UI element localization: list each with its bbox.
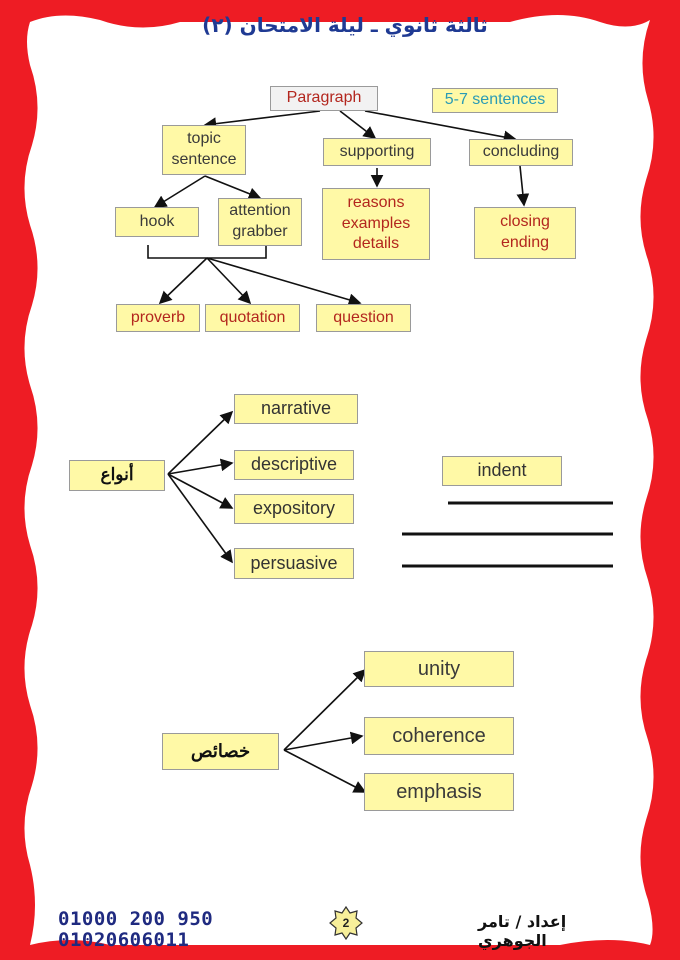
arrow-types-descriptive <box>167 458 234 475</box>
phone-number-2: 01020606011 <box>58 929 190 951</box>
type-persuasive-box: persuasive <box>234 548 354 579</box>
concluding-box: concluding <box>469 139 573 166</box>
arrow-to-proverb <box>158 257 208 305</box>
arrow-properties-coherence <box>283 731 364 751</box>
sentences-box: 5-7 sentences <box>432 88 558 113</box>
proverb-box: proverb <box>116 304 200 332</box>
indent-box: indent <box>442 456 562 486</box>
arrow-concluding-items <box>516 165 530 207</box>
arrow-properties-unity <box>283 668 367 751</box>
question-box: question <box>316 304 411 332</box>
arrow-types-narrative <box>167 410 234 475</box>
arrow-properties-emphasis <box>283 749 367 793</box>
property-coherence-box: coherence <box>364 717 514 755</box>
arrow-topic-hook <box>153 175 206 208</box>
page-number: 2 <box>342 916 350 930</box>
topic-sentence-box: topic sentence <box>162 125 246 175</box>
type-expository-box: expository <box>234 494 354 524</box>
bracket-hook-attention <box>147 245 267 259</box>
arrow-paragraph-topic <box>203 110 321 130</box>
paragraph-box: Paragraph <box>270 86 378 111</box>
page-title: ثالثة ثانوي ـ ليلة الامتحان (٢) <box>202 13 488 37</box>
types-label-box: أنواع <box>69 460 165 491</box>
page-number-badge <box>329 905 363 941</box>
phone-number-1: 01000 200 950 <box>58 908 214 930</box>
concluding-details-box: closing ending <box>474 207 576 259</box>
author-credit: إعداد / تامر الجوهري <box>478 912 567 950</box>
arrow-paragraph-concluding <box>364 110 517 144</box>
arrow-topic-attention <box>204 175 262 200</box>
hook-box: hook <box>115 207 199 237</box>
property-emphasis-box: emphasis <box>364 773 514 811</box>
arrow-types-persuasive <box>167 473 233 564</box>
supporting-box: supporting <box>323 138 431 166</box>
arrow-to-quotation <box>206 257 252 305</box>
type-descriptive-box: descriptive <box>234 450 354 480</box>
property-unity-box: unity <box>364 651 514 687</box>
supporting-details-box: reasons examples details <box>322 188 430 260</box>
arrow-types-expository <box>167 473 234 509</box>
arrow-paragraph-supporting <box>339 110 377 139</box>
arrow-to-question <box>206 257 362 306</box>
properties-label-box: خصائص <box>162 733 279 770</box>
attention-grabber-box: attention grabber <box>218 198 302 246</box>
quotation-box: quotation <box>205 304 300 332</box>
type-narrative-box: narrative <box>234 394 358 424</box>
